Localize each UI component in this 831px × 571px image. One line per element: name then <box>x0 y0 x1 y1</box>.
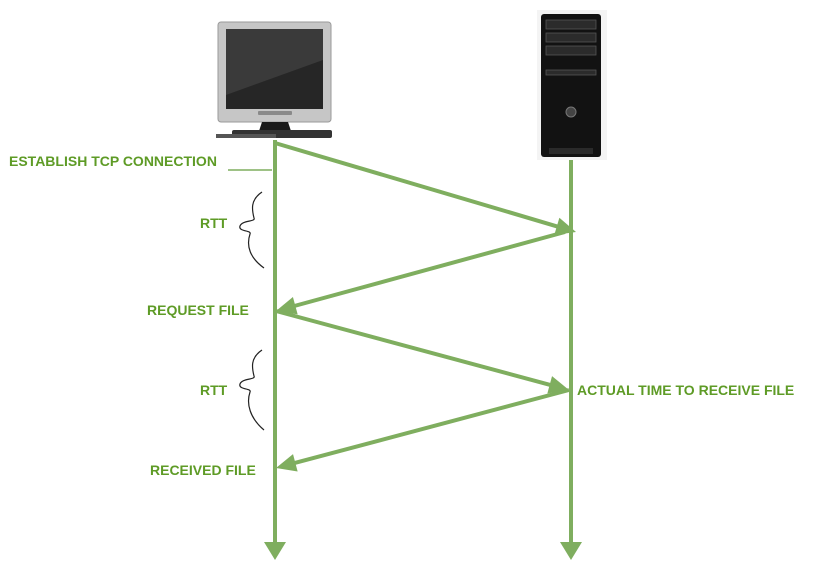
arrow-file-transfer <box>276 388 570 472</box>
arrow-file-transfer-head <box>276 454 298 472</box>
arrow-establish-connection-line <box>274 141 560 229</box>
label-establish-tcp-connection: ESTABLISH TCP CONNECTION <box>9 153 217 169</box>
rtt-brace-1 <box>239 191 265 269</box>
label-actual-time-to-receive-file: ACTUAL TIME TO RECEIVE FILE <box>577 382 794 398</box>
arrow-establish-connection <box>274 141 576 235</box>
arrow-establish-connection-head <box>554 217 576 235</box>
label-rtt-2: RTT <box>200 382 228 398</box>
rtt-brace-2 <box>239 349 265 431</box>
server-timeline <box>560 160 582 560</box>
arrow-request-file-head <box>547 376 569 394</box>
server-timeline-head <box>560 542 582 560</box>
label-received-file: RECEIVED FILE <box>150 462 256 478</box>
client-timeline <box>264 140 286 560</box>
arrow-request-file <box>275 309 569 394</box>
arrow-file-transfer-line <box>292 388 570 466</box>
server-tower-icon <box>537 10 607 160</box>
arrow-request-file-line <box>275 309 553 388</box>
arrow-connection-ack-head <box>276 297 298 315</box>
label-rtt-1: RTT <box>200 215 228 231</box>
client-timeline-head <box>264 542 286 560</box>
arrow-connection-ack <box>276 230 566 315</box>
monitor-icon <box>216 21 332 138</box>
arrow-connection-ack-line <box>292 230 566 309</box>
label-request-file: REQUEST FILE <box>147 302 249 318</box>
